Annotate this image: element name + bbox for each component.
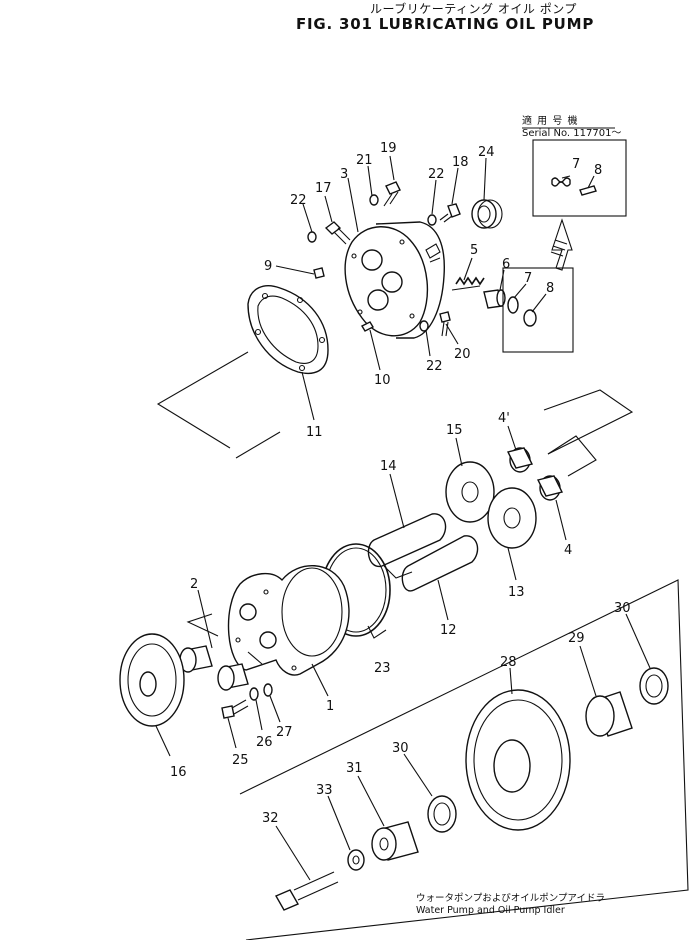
valve-inset-frame [502, 267, 574, 353]
callout-22c: 22 [426, 359, 443, 374]
callout-labels: 22 17 3 21 19 22 18 24 7 8 9 5 6 7 8 10 … [170, 141, 631, 826]
callout-4: 4 [564, 543, 572, 558]
idler-bolt-32 [275, 871, 339, 911]
gasket-11 [247, 285, 329, 375]
o-ring-pointer-line [367, 625, 387, 639]
washer-22-bottom [419, 320, 429, 332]
callout-26: 26 [256, 735, 273, 750]
callout-10: 10 [374, 373, 391, 388]
washer-21 [369, 194, 379, 206]
drive-gear-16 [119, 633, 185, 727]
callout-30-right: 30 [614, 601, 631, 616]
callout-32: 32 [262, 811, 279, 826]
pump-body-1 [227, 565, 350, 676]
oil-seal-24 [471, 199, 503, 229]
callout-12: 12 [440, 623, 457, 638]
callout-16: 16 [170, 765, 187, 780]
callout-20: 20 [454, 347, 471, 362]
callout-9: 9 [264, 259, 272, 274]
callout-5: 5 [470, 243, 478, 258]
idler-shaft-31 [371, 821, 419, 861]
serial-applicability-note: 適 用 号 機 Serial No. 117701～ [522, 116, 621, 140]
spring-pin-7 [507, 296, 519, 314]
callout-15: 15 [446, 423, 463, 438]
callout-4-prime: 4' [498, 411, 510, 426]
washer-26 [249, 687, 259, 701]
idler-caption-japanese: ウォータポンプおよびオイルポンプアイドラ [416, 893, 605, 904]
bolt-18 [439, 203, 461, 223]
callout-2: 2 [190, 577, 198, 592]
callout-17: 17 [315, 181, 332, 196]
driven-shaft-12 [401, 535, 479, 592]
washer-27 [263, 683, 273, 697]
bolt-17 [324, 221, 351, 245]
washer-22-top [427, 214, 437, 226]
thrust-washer-30-left [427, 795, 457, 833]
bushing-4 [536, 475, 564, 501]
serial-note-japanese: 適 用 号 機 [522, 116, 579, 127]
snap-ring-8 [523, 309, 537, 327]
callout-23: 23 [374, 661, 391, 676]
callout-7: 7 [524, 271, 532, 286]
callout-8: 8 [546, 281, 554, 296]
callout-30-left: 30 [392, 741, 409, 756]
callout-21: 21 [356, 153, 373, 168]
cover-3 [344, 221, 445, 339]
callout-22b: 22 [428, 167, 445, 182]
callout-29: 29 [568, 631, 585, 646]
serial-number: Serial No. 117701～ [522, 128, 622, 139]
callout-19: 19 [380, 141, 397, 156]
callout-18: 18 [452, 155, 469, 170]
callout-7-inset: 7 [572, 157, 580, 172]
idler-caption: ウォータポンプおよびオイルポンプアイドラ Water Pump and Oil … [416, 893, 605, 917]
callout-25: 25 [232, 753, 249, 768]
washer-22-left [307, 231, 317, 243]
bushing-4-prime [506, 447, 534, 473]
gasket-pointer-lines [156, 351, 281, 459]
callout-22a: 22 [290, 193, 307, 208]
bushing-2-outer [179, 645, 213, 673]
thrust-washer-30-right [639, 667, 669, 705]
callout-13: 13 [508, 585, 525, 600]
spring-5 [451, 276, 485, 291]
callout-24: 24 [478, 145, 495, 160]
inset-spring-pin-7 [551, 177, 571, 187]
callout-8-inset: 8 [594, 163, 602, 178]
shaft-pointer-line [383, 565, 413, 579]
gear-pointer-lines [543, 389, 634, 477]
bushing-2-inner [217, 663, 249, 691]
drive-shaft-14 [367, 513, 447, 567]
serial-inset [522, 127, 627, 271]
serial-arrow [550, 218, 573, 271]
figure-title-japanese: ルーブリケーティング オイル ポンプ [370, 2, 577, 16]
callout-27: 27 [276, 725, 293, 740]
leader-lines [155, 155, 651, 881]
callout-28: 28 [500, 655, 517, 670]
bolt-9 [313, 267, 325, 279]
bolt-25 [221, 699, 249, 719]
bushing-29 [585, 691, 633, 737]
dowel-10 [361, 321, 374, 332]
callout-6: 6 [502, 257, 510, 272]
callout-33: 33 [316, 783, 333, 798]
driven-gear-13 [487, 487, 537, 549]
washer-33 [347, 849, 365, 871]
callout-11: 11 [306, 425, 323, 440]
valve-6 [483, 289, 506, 309]
idler-gear-28 [465, 689, 571, 831]
callout-3: 3 [340, 167, 348, 182]
idler-caption-english: Water Pump and Oil Pump Idler [416, 905, 565, 916]
figure-title: FIG. 301 LUBRICATING OIL PUMP [296, 15, 595, 33]
bolt-19 [383, 181, 401, 207]
serial-inset-frame [532, 139, 627, 217]
bolt-20 [439, 311, 451, 337]
callout-1: 1 [326, 699, 334, 714]
drive-gear-15 [445, 461, 495, 523]
idler-inset-frame [239, 579, 689, 940]
callout-14: 14 [380, 459, 397, 474]
inset-dowel-pin-8 [579, 185, 597, 196]
callout-31: 31 [346, 761, 363, 776]
